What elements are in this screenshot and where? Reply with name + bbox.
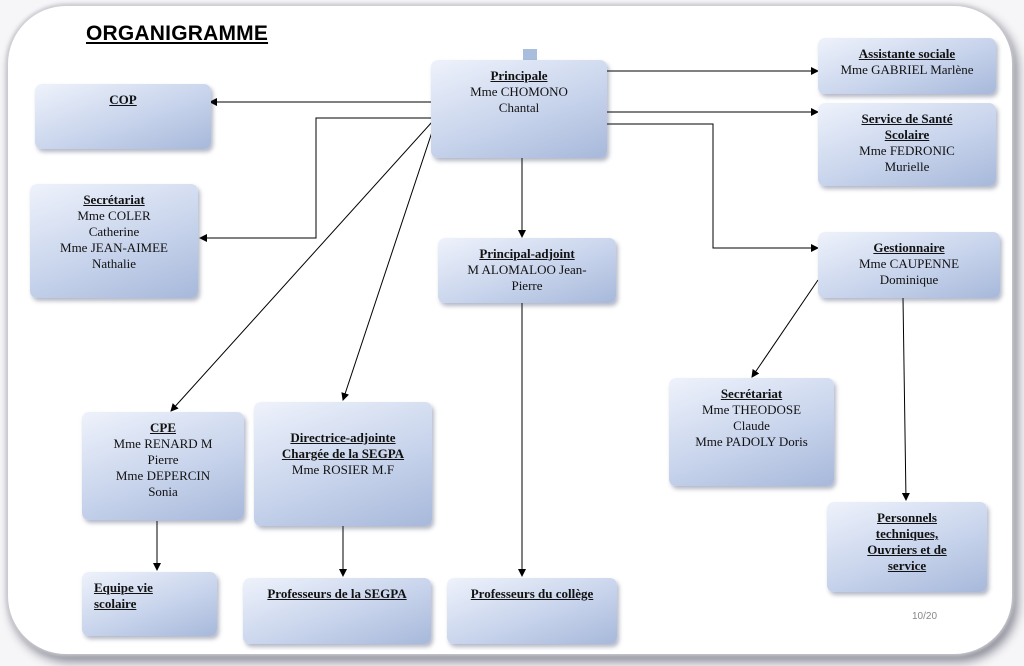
page-number: 10/20: [912, 611, 938, 622]
node-heading: techniques,: [875, 526, 939, 541]
node-line: Mme GABRIEL Marlène: [840, 62, 974, 77]
node-line: Pierre: [511, 278, 543, 293]
page-title: ORGANIGRAMME: [86, 22, 269, 45]
node-heading: Professeurs de la SEGPA: [267, 586, 407, 601]
node-line: Mme THEODOSE: [701, 402, 802, 417]
node-secretariat-right: Secrétariat Mme THEODOSE Claude Mme PADO…: [669, 378, 834, 486]
edge-gestionnaire-personnels: [901, 297, 910, 501]
principale-tab-marker: [523, 49, 537, 61]
node-line: Pierre: [147, 452, 179, 467]
node-line: Mme RENARD M: [113, 436, 213, 451]
node-line: Mme COLER: [77, 208, 151, 223]
node-service-sante: Service de Santé Scolaire Mme FEDRONIC M…: [818, 103, 996, 186]
node-line: Murielle: [884, 159, 930, 174]
edge-principale-directrice: [341, 125, 435, 401]
node-line: Claude: [733, 418, 770, 433]
node-heading: Professeurs du collège: [470, 586, 594, 601]
node-heading: CPE: [150, 420, 176, 435]
node-heading: Principal-adjoint: [479, 246, 575, 261]
node-heading: Ouvriers et de: [867, 542, 947, 557]
node-heading: COP: [109, 92, 137, 107]
node-line: Catherine: [88, 224, 140, 239]
node-line: Mme CHOMONO: [470, 84, 568, 99]
node-professeurs-college: Professeurs du collège: [447, 578, 617, 644]
node-line: Mme JEAN-AIMEE: [60, 240, 168, 255]
edge-principale-secretariat-left: [199, 117, 432, 242]
node-heading: Directrice-adjointe: [290, 430, 396, 445]
node-line: Mme DEPERCIN: [115, 468, 211, 483]
node-gestionnaire: Gestionnaire Mme CAUPENNE Dominique: [818, 232, 1000, 298]
node-professeurs-segpa: Professeurs de la SEGPA: [243, 578, 431, 644]
edge-principale-cpe: [170, 121, 433, 412]
node-line: M ALOMALOO Jean-: [467, 262, 587, 277]
node-line: Mme FEDRONIC: [859, 143, 955, 158]
node-heading: Scolaire: [884, 127, 930, 142]
node-personnels: Personnels techniques, Ouvriers et de se…: [827, 502, 987, 592]
node-heading: Assistante sociale: [858, 46, 956, 61]
edge-principale-gestionnaire: [606, 123, 819, 252]
node-line: Nathalie: [91, 256, 137, 271]
node-heading: Secrétariat: [83, 192, 145, 207]
node-heading: scolaire: [94, 596, 137, 611]
node-secretariat-left: Secrétariat Mme COLER Catherine Mme JEAN…: [30, 184, 198, 298]
node-principal-adjoint: Principal-adjoint M ALOMALOO Jean- Pierr…: [438, 238, 616, 303]
node-heading: Gestionnaire: [873, 240, 945, 255]
node-cop: COP: [35, 84, 211, 149]
node-line: Chantal: [498, 100, 540, 115]
node-line: Mme ROSIER M.F: [291, 462, 395, 477]
node-line: Sonia: [148, 484, 178, 499]
node-heading: Equipe vie: [94, 580, 153, 595]
node-line: Mme PADOLY Doris: [695, 434, 808, 449]
edge-gestionnaire-secretariat-right: [751, 279, 819, 378]
node-line: Dominique: [879, 272, 939, 287]
node-heading: Chargée de la SEGPA: [281, 446, 405, 461]
node-line: Mme CAUPENNE: [858, 256, 960, 271]
node-cpe: CPE Mme RENARD M Pierre Mme DEPERCIN Son…: [82, 412, 244, 520]
node-heading: Principale: [490, 68, 548, 83]
node-directrice-adjointe: Directrice-adjointe Chargée de la SEGPA …: [254, 402, 432, 526]
node-equipe-vie-scolaire: Equipe vie scolaire: [82, 572, 217, 636]
node-heading: service: [887, 558, 927, 573]
node-heading: Secrétariat: [720, 386, 783, 401]
node-principale: Principale Mme CHOMONO Chantal: [431, 60, 607, 158]
node-assistante-sociale: Assistante sociale Mme GABRIEL Marlène: [818, 38, 996, 94]
node-heading: Personnels: [877, 510, 937, 525]
node-heading: Service de Santé: [861, 111, 953, 126]
